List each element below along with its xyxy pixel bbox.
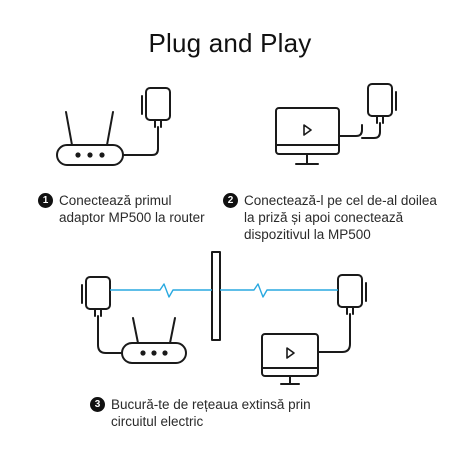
wall-icon xyxy=(211,251,221,341)
powerline-adapter-icon xyxy=(141,87,171,128)
step-3: 3 Bucură-te de rețeaua extinsă prin circ… xyxy=(90,396,390,430)
powerline-signal-line xyxy=(110,283,338,298)
powerline-adapter-icon xyxy=(81,276,123,354)
router-icon xyxy=(121,317,187,364)
router-icon xyxy=(56,111,124,166)
step-text: Conectează-l pe cel de-al doilea la priz… xyxy=(244,193,437,242)
powerline-adapter-icon xyxy=(361,83,397,139)
monitor-cable xyxy=(338,124,363,137)
step-number-badge: 2 xyxy=(223,193,238,208)
page-title: Plug and Play xyxy=(148,28,312,58)
step-number-badge: 3 xyxy=(90,397,105,412)
monitor-play-icon xyxy=(275,107,340,165)
step-1: 1 Conectează primul adaptor MP500 la rou… xyxy=(38,192,238,226)
router-cable xyxy=(122,126,159,156)
step-text: Conectează primul adaptor MP500 la route… xyxy=(59,193,205,225)
step-number-badge: 1 xyxy=(38,193,53,208)
powerline-adapter-icon xyxy=(317,274,367,353)
monitor-play-icon xyxy=(261,333,319,385)
step-2: 2 Conectează-l pe cel de-al doilea la pr… xyxy=(223,192,453,243)
step-text: Bucură-te de rețeaua extinsă prin circui… xyxy=(111,397,311,429)
